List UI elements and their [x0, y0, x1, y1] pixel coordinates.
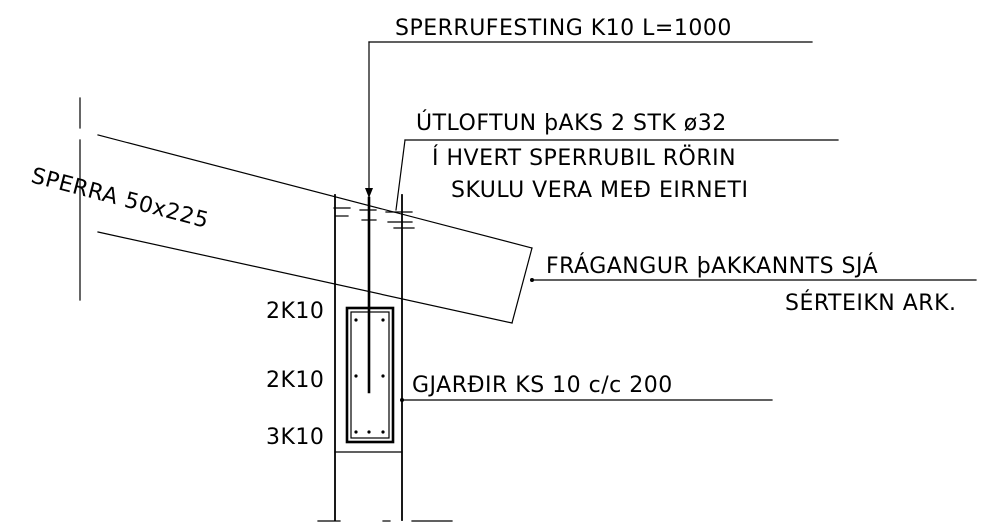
label-ventilation-line2: Í HVERT SPERRUBIL RÖRIN: [432, 145, 736, 171]
label-ventilation-line1: ÚTLOFTUN þAKS 2 STK ø32: [416, 110, 727, 136]
leader-ventilation: [395, 139, 839, 211]
leader-stirrups: [400, 398, 773, 402]
rebar-dot: [381, 318, 385, 322]
leader-eaves: [530, 278, 977, 282]
label-rafter: SPERRA 50x225: [28, 164, 211, 234]
rebar-dot: [354, 374, 358, 378]
rebar-dot: [354, 430, 358, 434]
label-rebar-top: 2K10: [266, 299, 324, 324]
rebar-dot: [381, 374, 385, 378]
rebar-dots: [354, 318, 385, 434]
label-eaves-line1: FRÁGANGUR þAKKANNTS SJÁ: [546, 253, 878, 279]
rebar-dot: [381, 430, 385, 434]
label-rebar-bottom: 3K10: [266, 425, 324, 450]
label-ventilation-line3: SKULU VERA MEÐ EIRNETI: [451, 178, 748, 203]
label-rebar-mid: 2K10: [266, 368, 324, 393]
label-eaves-line2: SÉRTEIKN ARK.: [785, 290, 957, 316]
label-stirrups: GJARÐIR KS 10 c/c 200: [412, 373, 673, 398]
wall: [317, 194, 453, 522]
rafter: [97, 134, 533, 324]
rebar-dot: [367, 430, 371, 434]
label-rafter-fixing: SPERRUFESTING K10 L=1000: [395, 16, 732, 41]
rafter-fixing-bar: [365, 41, 373, 394]
rebar-dot: [354, 318, 358, 322]
